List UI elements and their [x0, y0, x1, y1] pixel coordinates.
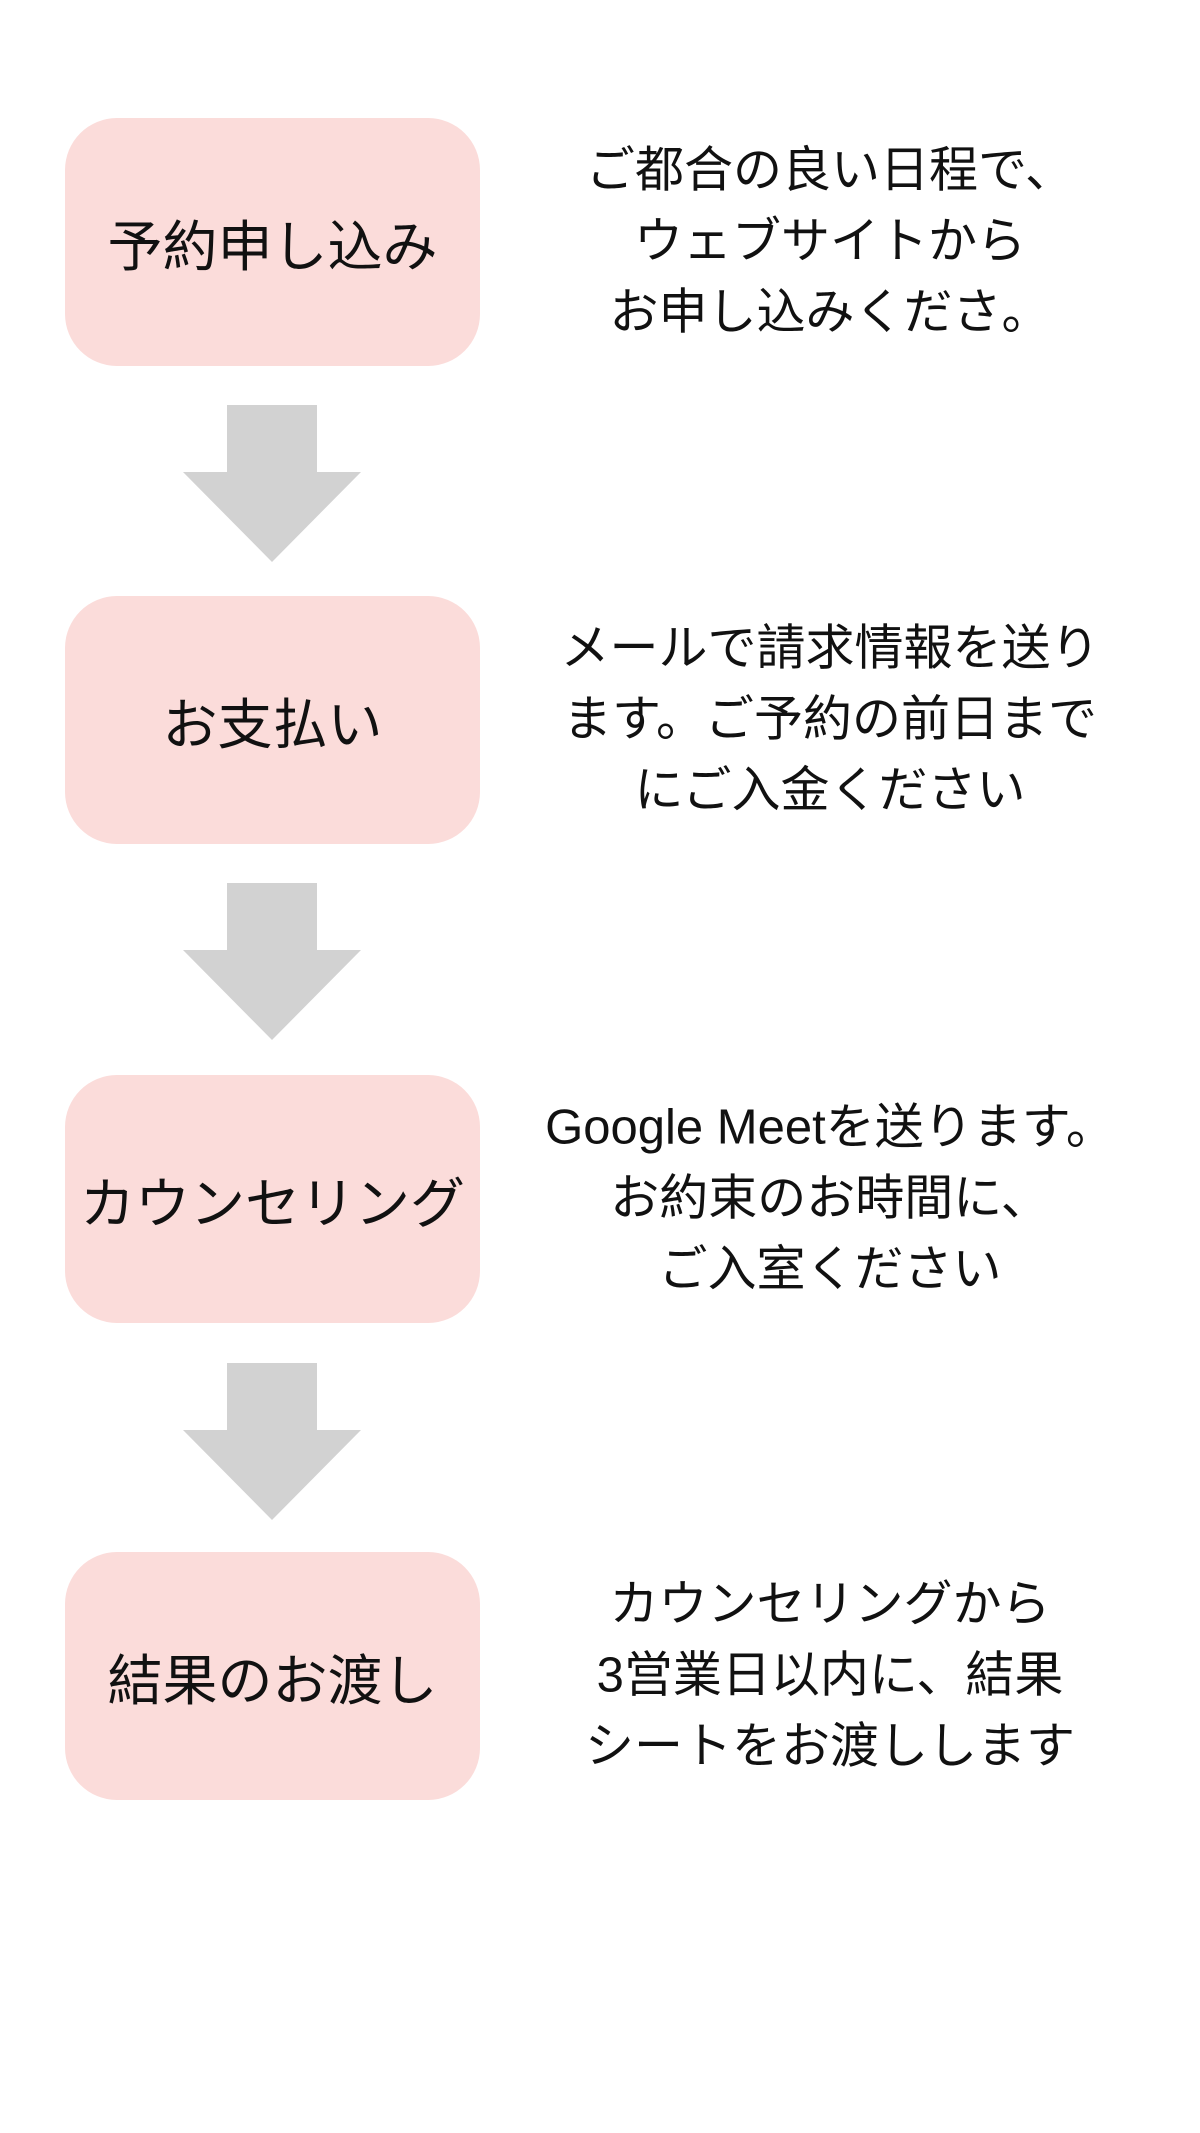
description-line: カウンセリングから: [609, 1577, 1051, 1632]
description-line: ます。ご予約の前日まで: [562, 692, 1098, 747]
step-box-payment: お支払い: [65, 596, 480, 844]
down-arrow-icon: [183, 1363, 361, 1520]
step-label: お支払い: [162, 694, 383, 756]
flow-step-results: 結果のお渡し カウンセリングから 3営業日以内に、結果 シートをお渡しします: [0, 1552, 1200, 1800]
description-line: ご入室ください: [658, 1242, 1002, 1297]
description-line: 3営業日以内に、結果: [596, 1648, 1064, 1703]
description-line: シートをお渡しします: [584, 1719, 1075, 1774]
description-line: お約束のお時間に、: [610, 1171, 1050, 1226]
down-arrow-icon: [183, 883, 361, 1040]
flow-step-payment: お支払い メールで請求情報を送り ます。ご予約の前日まで にご入金ください: [0, 596, 1200, 844]
step-description: ご都合の良い日程で、 ウェブサイトから お申し込みくださ。: [480, 136, 1180, 349]
description-line: メールで請求情報を送り: [560, 621, 1100, 676]
step-label: 結果のお渡し: [107, 1650, 438, 1712]
description-line: お申し込みくださ。: [609, 285, 1051, 340]
description-line: にご入金ください: [634, 763, 1026, 818]
step-box-results: 結果のお渡し: [65, 1552, 480, 1800]
step-description: カウンセリングから 3営業日以内に、結果 シートをお渡しします: [480, 1570, 1180, 1783]
description-line: Google Meetを送ります。: [545, 1100, 1115, 1155]
step-box-counseling: カウンセリング: [65, 1075, 480, 1323]
step-description: メールで請求情報を送り ます。ご予約の前日まで にご入金ください: [480, 614, 1180, 827]
down-arrow-icon: [183, 405, 361, 562]
step-label: 予約申し込み: [107, 216, 438, 278]
step-description: Google Meetを送ります。 お約束のお時間に、 ご入室ください: [480, 1093, 1180, 1306]
flow-step-counseling: カウンセリング Google Meetを送ります。 お約束のお時間に、 ご入室く…: [0, 1075, 1200, 1323]
step-label: カウンセリング: [79, 1173, 465, 1235]
flow-step-reservation: 予約申し込み ご都合の良い日程で、 ウェブサイトから お申し込みくださ。: [0, 118, 1200, 366]
step-box-reservation: 予約申し込み: [65, 118, 480, 366]
description-line: ウェブサイトから: [633, 214, 1026, 269]
description-line: ご都合の良い日程で、: [585, 143, 1075, 198]
